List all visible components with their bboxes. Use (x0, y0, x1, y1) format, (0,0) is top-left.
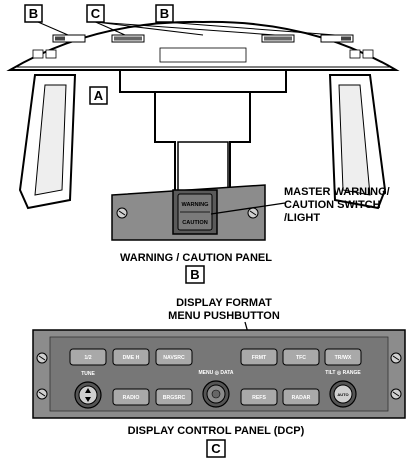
master-warning-callout-line2: CAUTION SWITCH (284, 199, 381, 211)
tilt-range-label: TILT ◎ RANGE (325, 370, 361, 376)
glareshield-outline (6, 20, 400, 71)
btn-radar-label: RADAR (292, 395, 311, 401)
btn-radar[interactable] (282, 388, 320, 406)
callout-a: A (94, 88, 104, 103)
dcp-callout-line2: MENU PUSHBUTTON (168, 310, 280, 322)
btn-frmt[interactable] (240, 348, 278, 366)
dcp-title: DISPLAY CONTROL PANEL (DCP) (128, 425, 305, 437)
btn-tfc-label: TFC (296, 355, 306, 361)
dcp-callout-line1: DISPLAY FORMAT (176, 297, 272, 309)
auto-label: AUTO (337, 392, 348, 397)
btn-navsrc[interactable] (155, 348, 193, 366)
btn-brgsrc[interactable] (155, 388, 193, 406)
btn-navsrc-label: NAVSRC (163, 355, 185, 361)
warning-panel-right-location (320, 34, 354, 43)
menu-data-label: MENU ◎ DATA (198, 370, 233, 376)
callout-c: C (91, 6, 101, 21)
warning-panel-title: WARNING / CAUTION PANEL (120, 252, 272, 264)
master-warning-callout-line3: /LIGHT (284, 212, 320, 224)
btn-tfc[interactable] (282, 348, 320, 366)
tune-label: TUNE (81, 371, 95, 377)
center-console-upper (119, 69, 287, 93)
btn-1-2[interactable] (69, 348, 107, 366)
display-control-panel: DISPLAY FORMAT MENU PUSHBUTTON 1/2 DME H… (32, 297, 406, 458)
btn-dme-h-label: DME H (123, 355, 140, 361)
warning-label: WARNING (181, 202, 208, 208)
btn-brgsrc-label: BRGSRC (163, 395, 186, 401)
btn-radio[interactable] (112, 388, 150, 406)
warning-panel-letter: B (190, 267, 199, 282)
callout-b-right: B (160, 6, 169, 21)
btn-tr-wx-label: TR/WX (335, 355, 352, 361)
callout-b-left: B (29, 6, 38, 21)
btn-tr-wx[interactable] (324, 348, 362, 366)
caution-label: CAUTION (182, 220, 207, 226)
dcp-letter: C (211, 441, 221, 456)
callout-b-left-box (24, 4, 43, 23)
btn-refs-label: REFS (252, 395, 266, 401)
btn-dme-h[interactable] (112, 348, 150, 366)
callout-a-box (89, 86, 108, 105)
warning-caution-panel: WARNING CAUTION MASTER WARNING/ CAUTION … (111, 184, 390, 284)
btn-radio-label: RADIO (123, 395, 140, 401)
master-warning-callout-line1: MASTER WARNING/ (284, 186, 390, 198)
btn-1-2-label: 1/2 (84, 355, 91, 361)
btn-frmt-label: FRMT (252, 355, 267, 361)
btn-refs[interactable] (240, 388, 278, 406)
